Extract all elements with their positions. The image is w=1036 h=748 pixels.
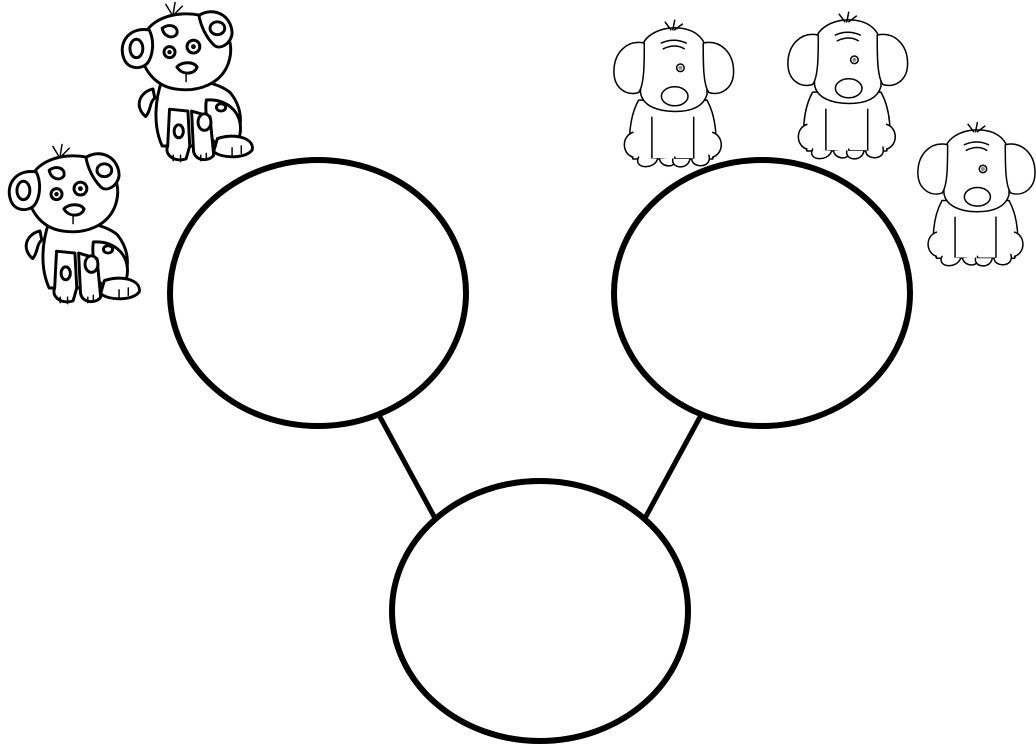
- floppy-puppy-icon: [918, 122, 1035, 265]
- spotted-puppy-icon: [9, 144, 139, 303]
- connector-right: [644, 417, 700, 520]
- floppy-puppy-icon: [788, 12, 908, 159]
- floppy-puppy-icon: [614, 20, 734, 167]
- connector-left: [380, 417, 436, 520]
- part-circle-right[interactable]: [614, 160, 910, 426]
- part-circle-left[interactable]: [170, 160, 466, 426]
- spotted-puppy-icon: [122, 2, 252, 161]
- whole-circle[interactable]: [392, 481, 688, 741]
